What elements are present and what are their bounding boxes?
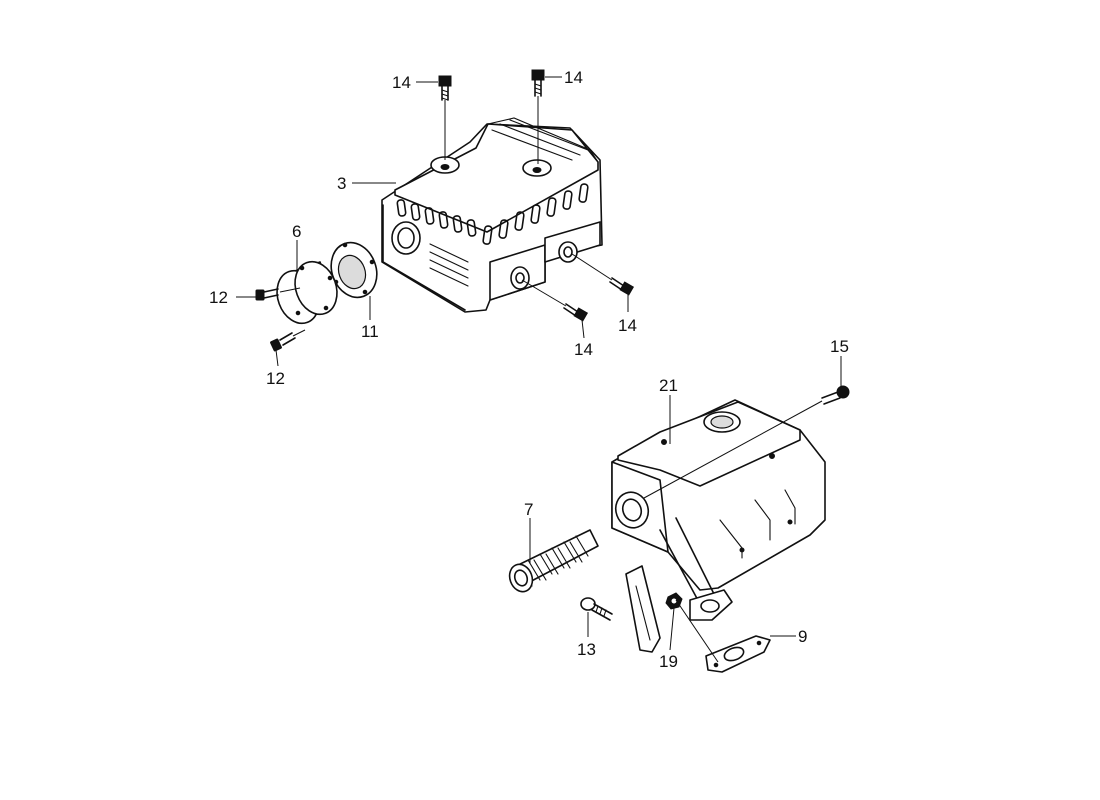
- screw-12-upper: [255, 288, 279, 301]
- callout-14: 14: [574, 340, 593, 359]
- cover-vent-slots: [396, 183, 589, 245]
- callout-13: 13: [577, 640, 596, 659]
- callout-14: 14: [392, 73, 411, 92]
- leader-lines: [236, 76, 842, 651]
- bolt-14-side-upper: [609, 277, 635, 296]
- callout-21: 21: [659, 376, 678, 395]
- part-7-spark-arrester: [508, 529, 599, 593]
- bolt-14-top-right: [531, 69, 545, 97]
- callout-12: 12: [209, 288, 228, 307]
- screw-12-lower: [270, 332, 296, 352]
- callout-7: 7: [524, 500, 533, 519]
- callout-6: 6: [292, 222, 301, 241]
- callout-15: 15: [830, 337, 849, 356]
- callout-3: 3: [337, 174, 346, 193]
- part-11-gasket: [330, 241, 378, 299]
- bolt-15: [821, 385, 850, 405]
- cover-side-louvres: [429, 243, 469, 287]
- part-6-end-cap: [276, 260, 338, 325]
- callout-14: 14: [564, 68, 583, 87]
- part-3-muffler-cover: [381, 117, 603, 313]
- part-21-muffler: [611, 399, 826, 653]
- callout-11: 11: [361, 322, 379, 341]
- bolt-14-side-lower: [563, 303, 589, 322]
- callout-19: 19: [659, 652, 678, 671]
- callout-14: 14: [618, 316, 637, 335]
- callout-12: 12: [266, 369, 285, 388]
- nut-19: [665, 592, 683, 610]
- bolt-14-top-left: [438, 75, 452, 101]
- callout-9: 9: [798, 627, 807, 646]
- bolt-13: [580, 597, 613, 621]
- part-9-gasket: [705, 635, 771, 673]
- callout-labels: 14 14 3 6 12 11 12 14 14 15 21 7 13 19 9: [209, 68, 849, 671]
